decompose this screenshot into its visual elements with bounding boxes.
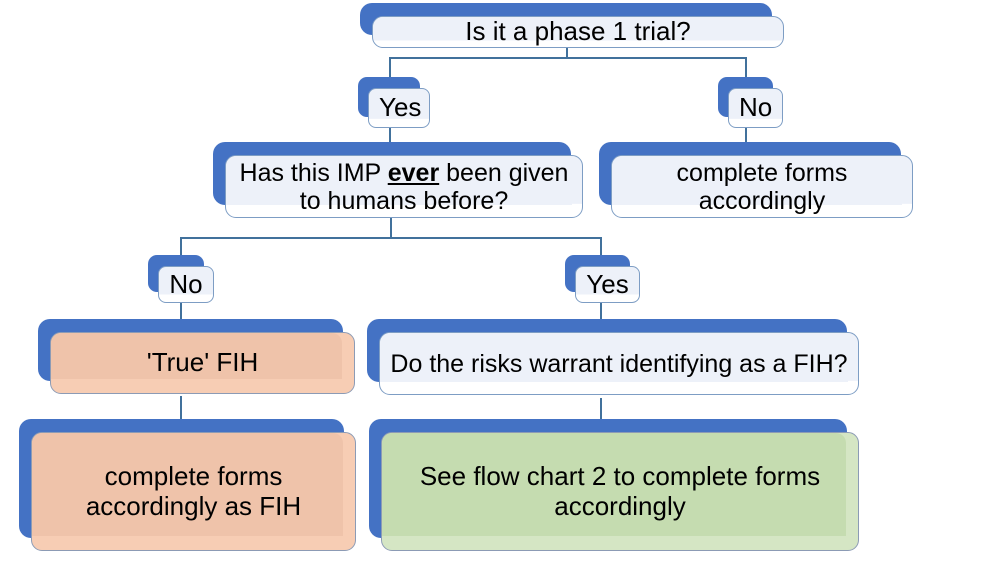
node-face: complete forms accordingly bbox=[611, 155, 913, 218]
connector-root-stem bbox=[566, 46, 568, 58]
question-text-part1: Has this IMP bbox=[239, 158, 388, 187]
node-label: Do the risks warrant identifying as a FI… bbox=[390, 349, 848, 378]
node-face: See flow chart 2 to complete forms accor… bbox=[381, 432, 859, 551]
connector-to-yes-top bbox=[389, 57, 391, 77]
node-has-imp-ever-been-given[interactable]: Has this IMP ever been given to humans b… bbox=[213, 142, 583, 218]
node-is-phase-1-trial[interactable]: Is it a phase 1 trial? bbox=[360, 3, 784, 48]
node-label: Yes bbox=[379, 92, 422, 123]
question-text-part2: been given to humans before? bbox=[299, 158, 569, 215]
node-face: Do the risks warrant identifying as a FI… bbox=[379, 332, 859, 395]
node-yes-second[interactable]: Yes bbox=[565, 255, 640, 303]
node-no-top[interactable]: No bbox=[718, 77, 783, 128]
node-face: Yes bbox=[368, 88, 430, 128]
node-face: Yes bbox=[575, 266, 640, 303]
connector-yes-second-to-risks bbox=[600, 302, 602, 319]
node-inner-fill bbox=[369, 89, 419, 115]
node-label: Has this IMP ever been given to humans b… bbox=[226, 159, 582, 215]
node-no-second[interactable]: No bbox=[148, 255, 214, 303]
node-true-fih[interactable]: 'True' FIH bbox=[38, 319, 355, 394]
connector-to-yes-second bbox=[600, 237, 602, 255]
node-complete-forms-accordingly[interactable]: complete forms accordingly bbox=[599, 142, 913, 218]
node-yes-top[interactable]: Yes bbox=[358, 77, 430, 128]
node-label: See flow chart 2 to complete forms accor… bbox=[419, 461, 821, 521]
node-label: Yes bbox=[586, 268, 629, 299]
node-inner-fill bbox=[576, 267, 629, 290]
connector-to-no-second bbox=[180, 237, 182, 255]
node-face: 'True' FIH bbox=[50, 332, 355, 394]
connector-yes-top-to-question bbox=[389, 128, 391, 142]
question-text-emphasis: ever bbox=[387, 158, 440, 187]
node-complete-forms-as-fih[interactable]: complete forms accordingly as FIH bbox=[19, 419, 356, 551]
node-label: No bbox=[739, 92, 773, 123]
node-face: complete forms accordingly as FIH bbox=[31, 432, 356, 551]
node-inner-fill bbox=[32, 433, 343, 536]
connector-risks-to-flowchart2 bbox=[600, 398, 602, 419]
node-inner-fill bbox=[226, 156, 572, 205]
node-label: complete forms accordingly bbox=[676, 158, 848, 215]
node-label: No bbox=[169, 268, 203, 299]
node-label: 'True' FIH bbox=[146, 347, 259, 378]
node-see-flow-chart-2[interactable]: See flow chart 2 to complete forms accor… bbox=[369, 419, 859, 551]
node-label: Is it a phase 1 trial? bbox=[465, 16, 691, 47]
node-face: Has this IMP ever been given to humans b… bbox=[225, 155, 583, 218]
node-inner-fill bbox=[373, 17, 773, 35]
node-inner-fill bbox=[382, 433, 846, 536]
connector-to-no-top bbox=[745, 57, 747, 77]
node-label: complete forms accordingly as FIH bbox=[85, 461, 302, 521]
connector-no-second-to-truefih bbox=[180, 302, 182, 319]
connector-level1-bar bbox=[389, 57, 746, 59]
connector-question2-stem bbox=[390, 218, 392, 237]
connector-truefih-to-complete bbox=[180, 396, 182, 419]
node-inner-fill bbox=[729, 89, 772, 115]
node-face: No bbox=[158, 266, 214, 303]
node-do-risks-warrant-fih[interactable]: Do the risks warrant identifying as a FI… bbox=[367, 319, 859, 395]
connector-level2-bar bbox=[180, 237, 601, 239]
node-inner-fill bbox=[612, 156, 902, 205]
connector-no-top-to-complete bbox=[745, 128, 747, 142]
node-face: No bbox=[728, 88, 783, 128]
node-inner-fill bbox=[380, 333, 848, 382]
node-face: Is it a phase 1 trial? bbox=[372, 16, 784, 48]
node-inner-fill bbox=[159, 267, 203, 290]
node-inner-fill bbox=[51, 333, 342, 379]
